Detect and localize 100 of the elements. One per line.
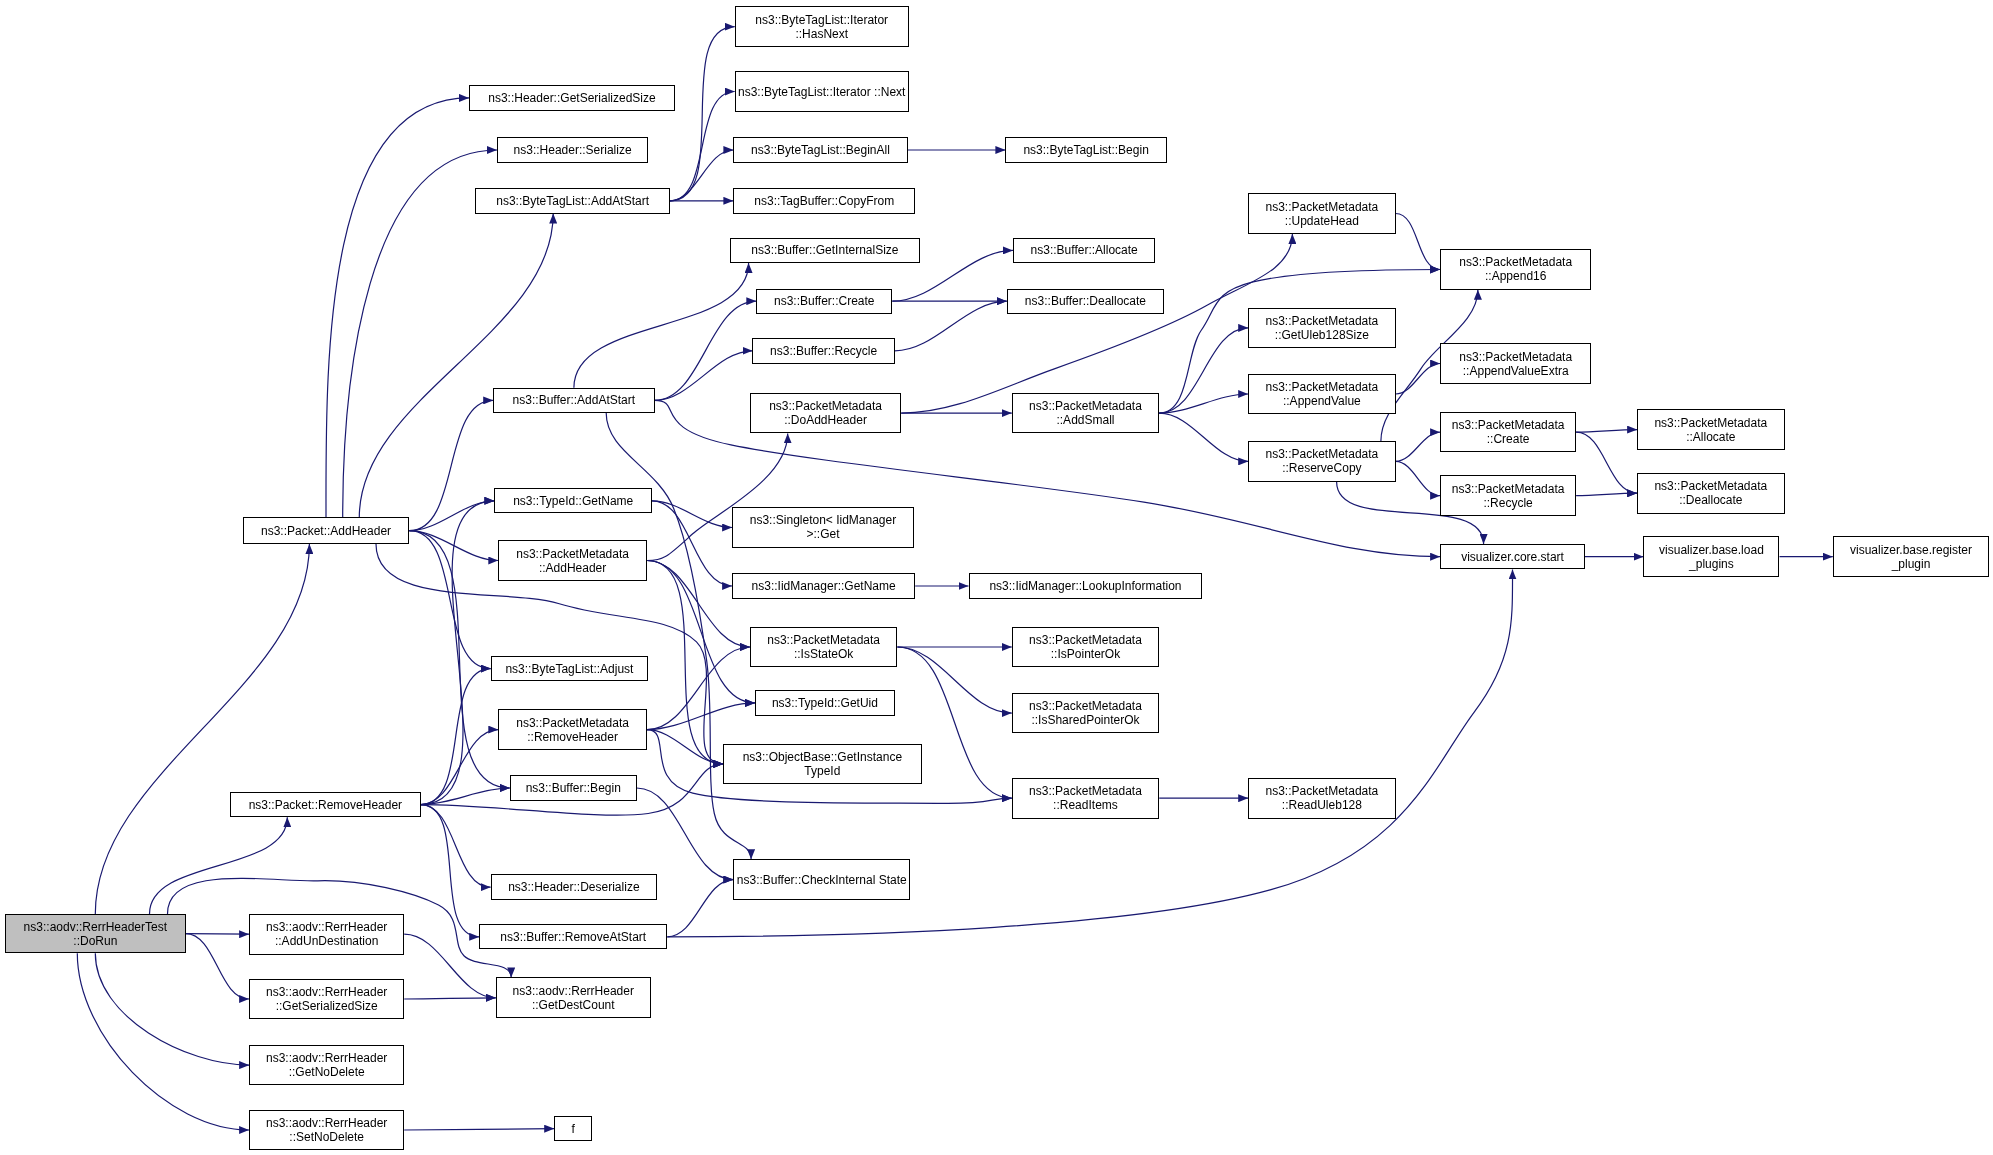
- function-box: [490, 874, 658, 900]
- function-box: [475, 188, 670, 214]
- call-arrow: [573, 262, 751, 389]
- call-arrow: [342, 147, 498, 518]
- call-arrow: [1158, 794, 1249, 803]
- function-box: [490, 655, 649, 682]
- function-name: ns3::aodv::RerrHeader ::GetSerializedSize: [264, 985, 389, 1014]
- function-box: [755, 690, 895, 716]
- function-name: ns3::aodv::RerrHeader ::SetNoDelete: [264, 1115, 389, 1144]
- call-arrow: [358, 212, 556, 518]
- function-name: ns3::PacketMetadata ::ReadUleb128: [1264, 784, 1380, 813]
- function-name: ns3::ByteTagList::Iterator ::Next: [738, 84, 906, 99]
- function-box: [493, 387, 655, 414]
- function-box: [1440, 343, 1592, 384]
- function-box: [1637, 409, 1785, 450]
- call-arrow: [1395, 360, 1441, 395]
- call-arrow: [1336, 481, 1485, 545]
- call-arrow: [906, 146, 1006, 154]
- function-box: [494, 488, 653, 514]
- function-box: [968, 573, 1203, 599]
- function-name: ns3::PacketMetadata ::Allocate: [1653, 415, 1769, 444]
- function-box: [5, 913, 186, 954]
- function-name: ns3::ByteTagList::Adjust: [505, 661, 634, 676]
- call-arrow: [94, 543, 313, 915]
- function-name: ns3::TagBuffer::CopyFrom: [754, 193, 895, 208]
- function-box: [1248, 307, 1396, 349]
- function-name: ns3::IidManager::GetName: [751, 578, 896, 593]
- function-name: ns3::aodv::RerrHeader ::GetDestCount: [511, 983, 635, 1012]
- call-arrow: [654, 399, 1441, 561]
- function-name: visualizer.base.register _plugin: [1848, 542, 1974, 571]
- function-name: ns3::PacketMetadata ::Recycle: [1450, 481, 1566, 510]
- function-box: [230, 791, 421, 818]
- function-name: ns3::ByteTagList::Begin: [1023, 142, 1149, 157]
- call-arrow: [403, 1124, 555, 1133]
- function-box: [1005, 137, 1167, 163]
- function-name: ns3::IidManager::LookupInformation: [989, 578, 1182, 593]
- function-box: [1440, 475, 1577, 517]
- function-box: [498, 709, 647, 750]
- function-box: [733, 188, 916, 214]
- function-box: [469, 85, 675, 111]
- function-name: ns3::Header::GetSerializedSize: [488, 90, 656, 105]
- call-arrow: [76, 952, 250, 1134]
- function-name: ns3::PacketMetadata ::AddSmall: [1028, 399, 1143, 428]
- function-box: [1011, 392, 1160, 434]
- call-arrow: [1380, 289, 1481, 442]
- function-box: [732, 573, 916, 599]
- function-box: [1248, 441, 1396, 482]
- call-arrow: [669, 196, 734, 205]
- function-name: ns3::Packet::AddHeader: [260, 523, 392, 538]
- function-box: [496, 137, 649, 163]
- function-name: ns3::Buffer::Recycle: [770, 343, 878, 358]
- call-arrow: [646, 729, 1013, 804]
- function-name: visualizer.core.start: [1461, 549, 1564, 564]
- function-name: visualizer.base.load _plugins: [1658, 542, 1765, 571]
- function-name: ns3::Buffer::GetInternalSize: [751, 243, 899, 258]
- call-arrow: [891, 247, 1014, 302]
- call-arrow: [896, 646, 1013, 801]
- function-box: [1011, 692, 1160, 734]
- function-box: [509, 775, 637, 801]
- function-box: [1248, 777, 1396, 819]
- function-box: [1440, 249, 1592, 290]
- function-box: [249, 978, 405, 1020]
- function-box: [732, 507, 914, 548]
- function-box: [249, 1109, 405, 1151]
- function-name: ns3::Singleton< IidManager >::Get: [748, 513, 898, 542]
- function-box: [249, 913, 405, 955]
- function-box: [723, 743, 922, 785]
- function-box: [1011, 777, 1160, 819]
- function-name: ns3::Packet::RemoveHeader: [248, 797, 403, 812]
- function-box: [249, 1044, 405, 1086]
- call-arrow: [403, 993, 497, 1002]
- function-box: [1013, 237, 1156, 264]
- call-arrow: [900, 233, 1296, 414]
- function-box: [749, 626, 898, 668]
- function-name: ns3::PacketMetadata ::AppendValueExtra: [1458, 349, 1574, 378]
- call-arrow: [900, 409, 1013, 418]
- function-name: ns3::PacketMetadata ::IsStateOk: [766, 632, 881, 661]
- function-name: ns3::TypeId::GetUid: [771, 695, 878, 710]
- call-arrow: [605, 412, 754, 860]
- function-name: ns3::Buffer::Begin: [525, 781, 621, 796]
- function-name: ns3::Header::Deserialize: [508, 880, 640, 895]
- call-arrow: [1778, 552, 1834, 561]
- function-box: [495, 977, 651, 1019]
- function-name: ns3::PacketMetadata ::AppendValue: [1264, 380, 1380, 408]
- function-name: ns3::PacketMetadata ::UpdateHead: [1264, 199, 1380, 228]
- function-box: [752, 338, 895, 364]
- call-arrow: [651, 500, 733, 589]
- function-box: [733, 859, 911, 900]
- function-box: [734, 6, 909, 47]
- call-arrow: [166, 877, 514, 978]
- function-box: [1248, 373, 1396, 415]
- call-arrow: [325, 95, 470, 518]
- function-box: [242, 517, 410, 544]
- call-arrow: [185, 933, 250, 1002]
- function-box: [479, 924, 668, 950]
- call-arrow: [420, 804, 492, 890]
- function-name: ns3::PacketMetadata ::IsPointerOk: [1028, 632, 1143, 661]
- call-arrow: [1158, 390, 1249, 414]
- function-name: ns3::PacketMetadata ::Create: [1450, 418, 1566, 447]
- function-name: ns3::PacketMetadata ::DoAddHeader: [768, 399, 883, 428]
